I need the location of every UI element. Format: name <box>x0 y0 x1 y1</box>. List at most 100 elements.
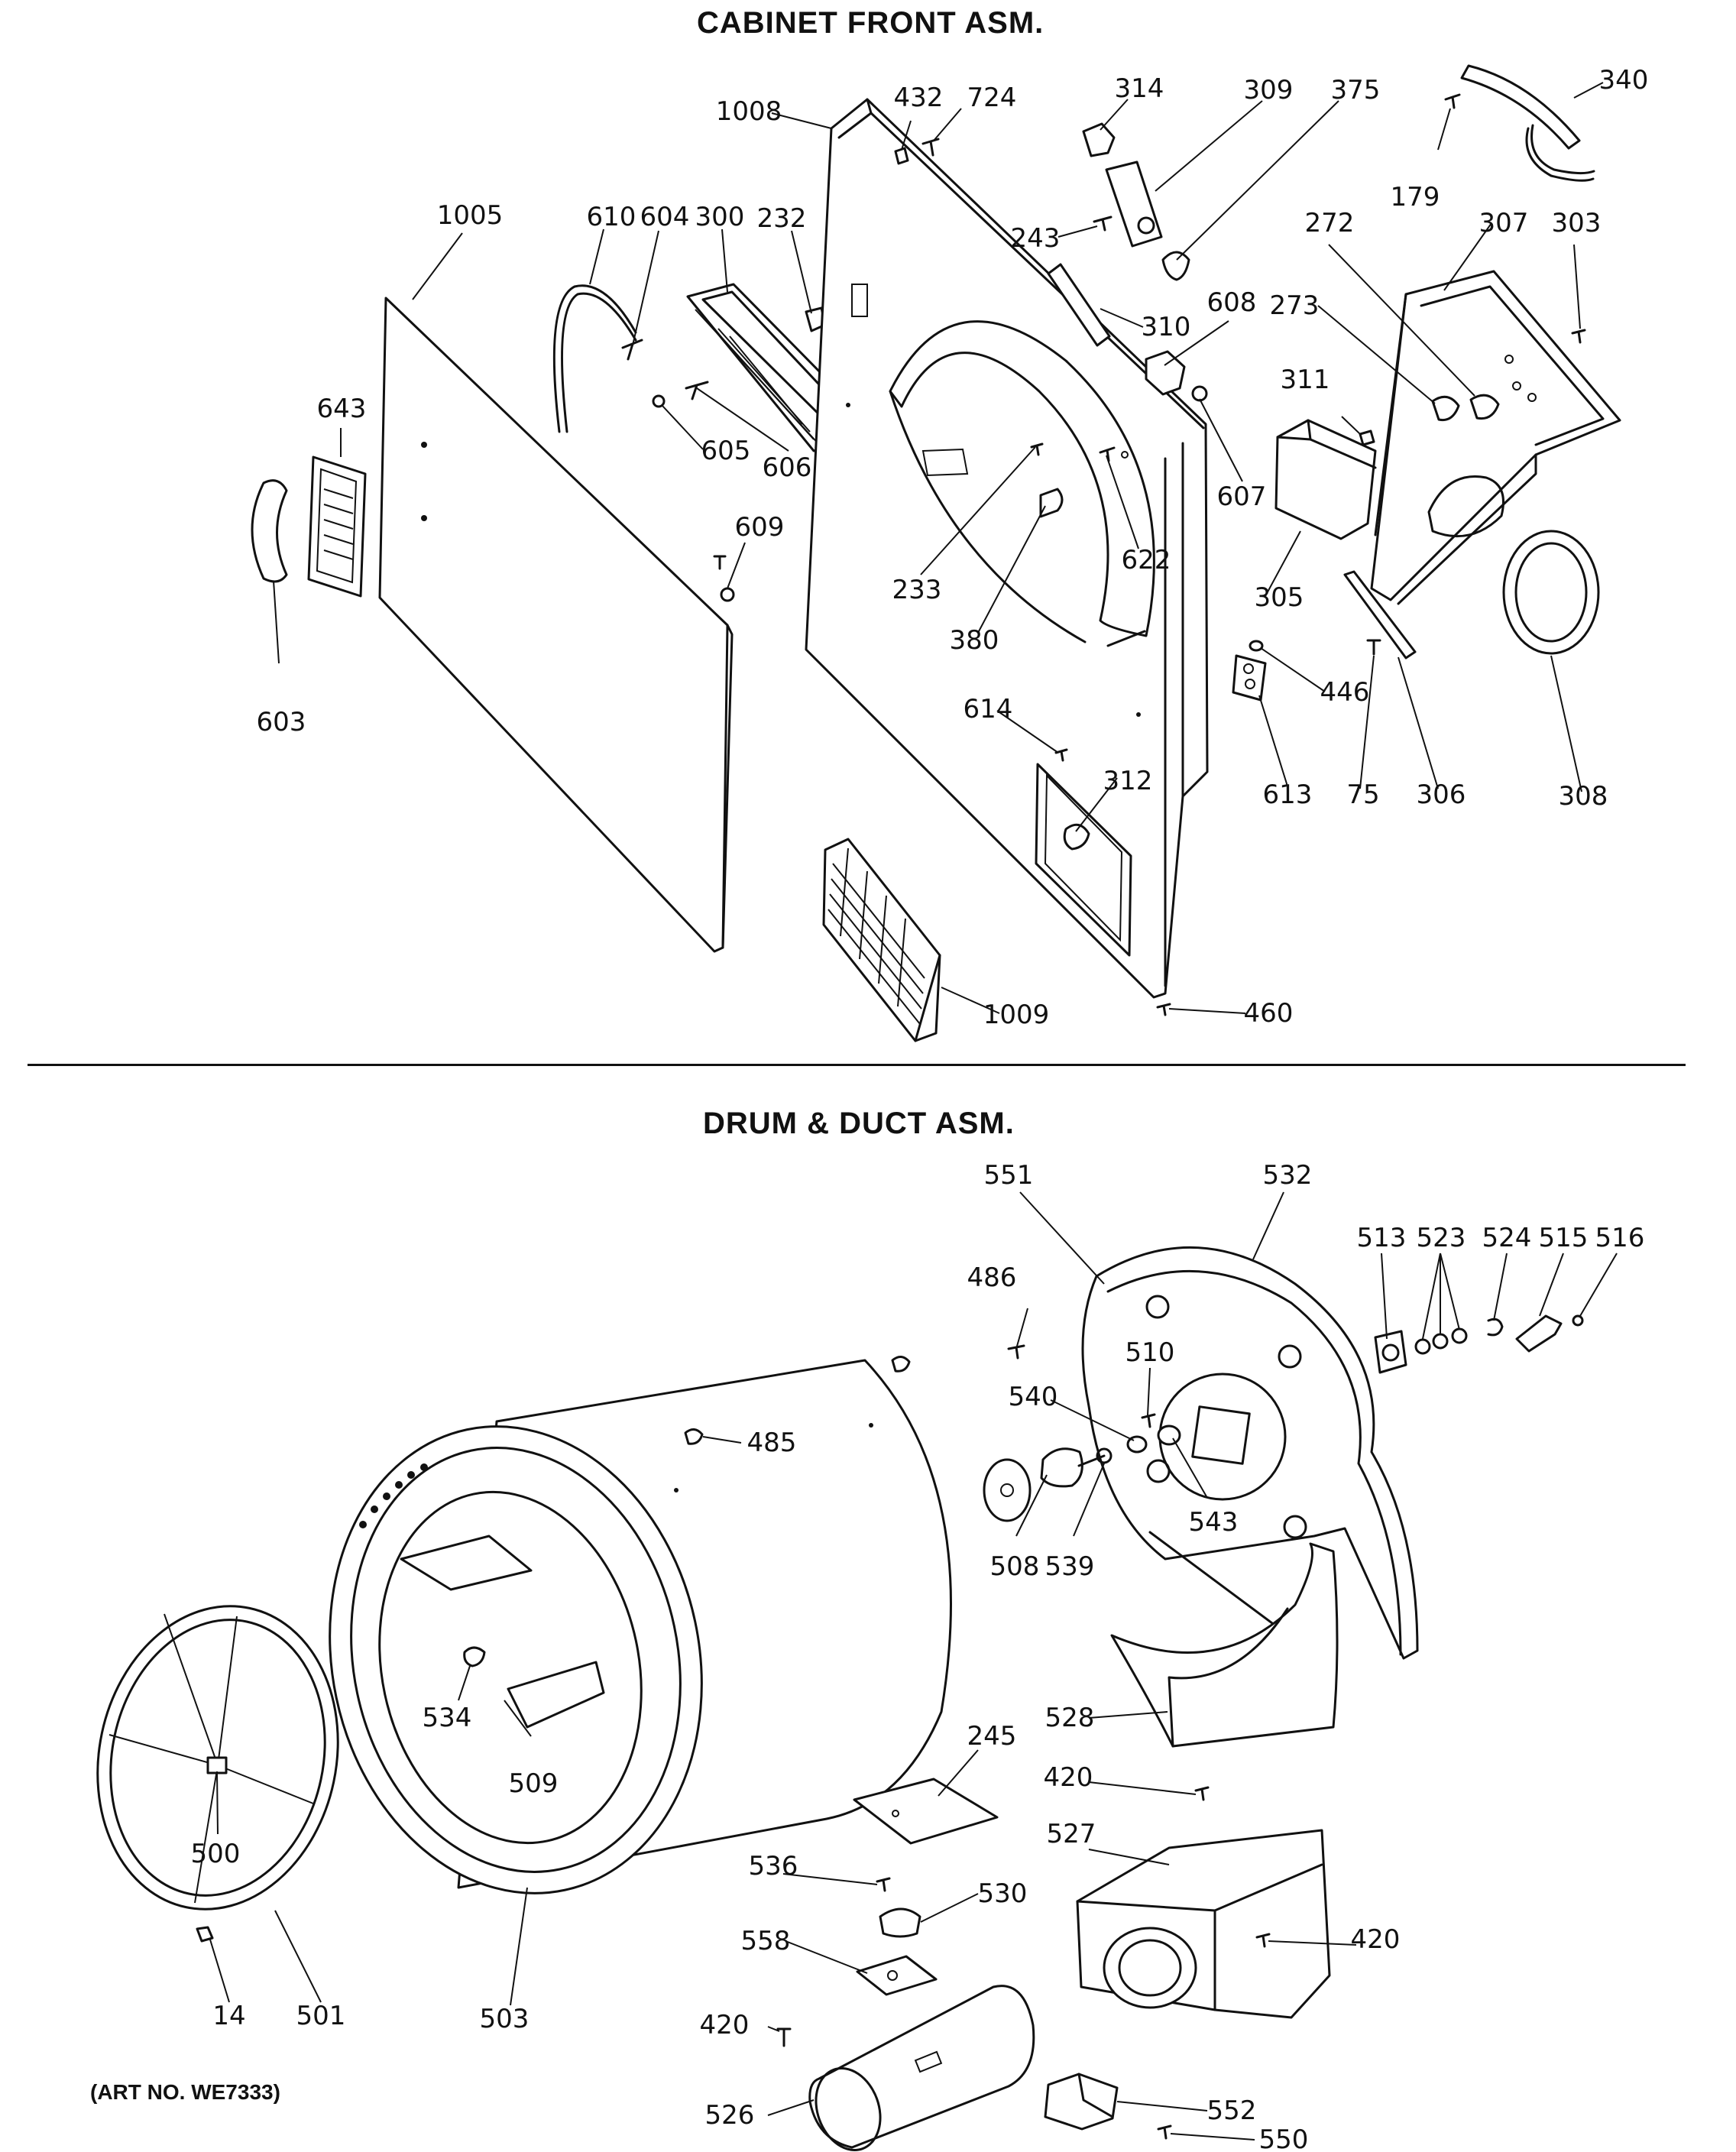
heater-526 <box>808 1985 1035 2151</box>
callout-233: 233 <box>892 575 942 605</box>
callout-232: 232 <box>756 203 807 234</box>
callout-245: 245 <box>967 1721 1017 1752</box>
door-panel-1005 <box>378 297 734 953</box>
drum-roller-485b <box>891 1356 911 1373</box>
wire-harness-610 <box>552 284 637 433</box>
bracket-306 <box>1343 570 1417 660</box>
callout-622: 622 <box>1121 545 1171 575</box>
callout-420b: 420 <box>699 2010 750 2040</box>
screw-606 <box>685 381 709 400</box>
clip-432 <box>894 147 909 165</box>
callout-613: 613 <box>1262 779 1313 810</box>
screw-536 <box>876 1877 891 1892</box>
screw-550 <box>1157 2124 1172 2140</box>
pad-245 <box>853 1778 999 1845</box>
lint-duct-307 <box>1370 270 1621 605</box>
callout-608: 608 <box>1206 287 1257 318</box>
callout-500: 500 <box>190 1839 241 1869</box>
bearing-housing-513 <box>1374 1330 1407 1374</box>
callout-528: 528 <box>1045 1703 1095 1733</box>
washer-523b <box>1432 1333 1449 1350</box>
callout-530: 530 <box>977 1878 1028 1909</box>
screw-609 <box>713 555 727 570</box>
callout-614: 614 <box>963 694 1013 724</box>
callout-460: 460 <box>1243 998 1294 1029</box>
callout-1009: 1009 <box>983 1000 1050 1030</box>
switch-309 <box>1105 160 1163 248</box>
door-handle-603 <box>251 479 288 583</box>
callout-604: 604 <box>640 202 690 232</box>
screw-233 <box>1030 442 1044 456</box>
hinge-314 <box>1082 122 1116 157</box>
lamp-lens-340 <box>1460 64 1595 182</box>
callout-420c: 420 <box>1350 1924 1401 1955</box>
screw-460 <box>1156 1003 1171 1016</box>
callout-607: 607 <box>1216 481 1267 512</box>
screw-724 <box>921 138 940 157</box>
callout-375: 375 <box>1330 75 1381 105</box>
strike-310 <box>1047 263 1111 347</box>
callout-501: 501 <box>296 2001 346 2031</box>
callout-609: 609 <box>734 512 785 543</box>
callout-603: 603 <box>256 707 306 737</box>
callout-75: 75 <box>1346 779 1380 810</box>
screw-420a <box>1194 1786 1210 1801</box>
seal-ring-308 <box>1502 530 1600 655</box>
callout-309: 309 <box>1243 75 1294 105</box>
screw-609b <box>720 587 735 602</box>
callout-513: 513 <box>1356 1223 1407 1253</box>
screw-303 <box>1571 329 1586 344</box>
washer-516 <box>1572 1314 1584 1327</box>
light-375 <box>1161 251 1190 281</box>
washer-446 <box>1249 640 1264 652</box>
screw-243 <box>1093 216 1113 232</box>
washer-540 <box>1126 1435 1148 1454</box>
blower-housing-527 <box>1076 1829 1331 2019</box>
cabinet-front-title: CABINET FRONT ASM. <box>697 6 1045 40</box>
clip-14 <box>196 1926 214 1943</box>
thermostat-272 <box>1469 394 1500 420</box>
screw-622 <box>1099 446 1116 462</box>
clip-524 <box>1487 1317 1504 1337</box>
callout-532: 532 <box>1262 1160 1313 1191</box>
switch-312 <box>1063 823 1090 851</box>
callout-272: 272 <box>1304 208 1355 238</box>
drum-leader-lines <box>209 1191 1618 2141</box>
bracket-515 <box>1515 1314 1563 1353</box>
section-divider <box>28 1064 1686 1066</box>
callout-312: 312 <box>1103 766 1153 796</box>
callout-503: 503 <box>479 2004 530 2034</box>
callout-179: 179 <box>1390 182 1440 212</box>
bearing-543 <box>1157 1424 1181 1446</box>
callout-643: 643 <box>316 394 367 424</box>
callout-536: 536 <box>748 1851 798 1881</box>
callout-558: 558 <box>740 1926 791 1956</box>
callout-305: 305 <box>1254 582 1304 613</box>
callout-527: 527 <box>1046 1819 1096 1849</box>
screw-604 <box>621 339 643 361</box>
rear-bulkhead-532 <box>1081 1246 1419 1660</box>
callout-307: 307 <box>1479 208 1529 238</box>
callout-539: 539 <box>1045 1551 1095 1582</box>
callout-446: 446 <box>1320 677 1370 708</box>
toe-grille-1009 <box>822 838 941 1042</box>
drum-seal-501 <box>96 1605 339 1911</box>
callout-515: 515 <box>1538 1223 1589 1253</box>
callout-605: 605 <box>701 436 751 466</box>
callout-724: 724 <box>967 83 1017 113</box>
callout-486: 486 <box>967 1262 1017 1293</box>
callout-303: 303 <box>1551 208 1602 238</box>
callout-340: 340 <box>1598 65 1649 96</box>
callout-273: 273 <box>1269 290 1320 321</box>
grommet-607 <box>1191 385 1208 402</box>
rear-bearing <box>1040 1447 1083 1488</box>
thermostat-530 <box>879 1907 921 1938</box>
screw-75 <box>1366 639 1381 656</box>
callout-550: 550 <box>1258 2124 1309 2152</box>
latch-608 <box>1145 350 1186 396</box>
callout-510: 510 <box>1125 1337 1175 1368</box>
screw-179 <box>1444 93 1461 109</box>
thermostat-273 <box>1431 395 1460 422</box>
callout-310: 310 <box>1141 312 1191 342</box>
